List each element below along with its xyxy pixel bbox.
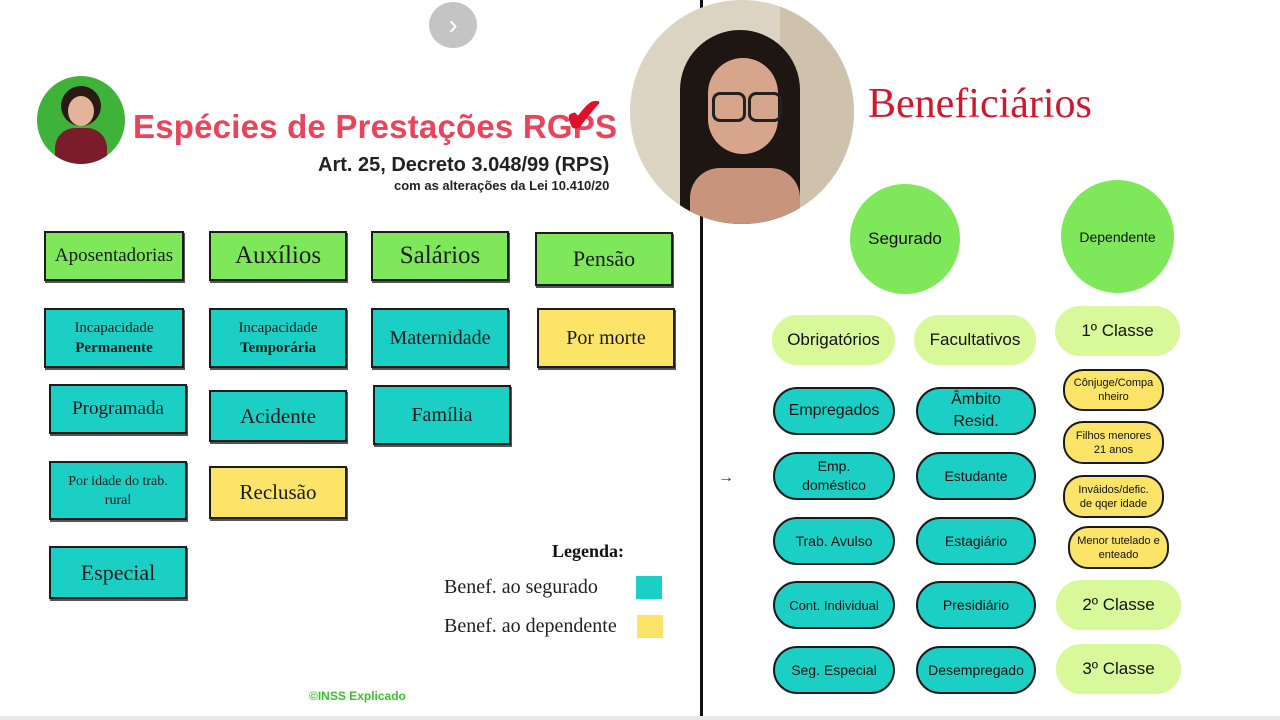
avatar [37,76,125,164]
box-acidente: Acidente [209,390,347,442]
box-aposentadorias: Aposentadorias [44,231,184,281]
obrig-seg-especial: Seg. Especial [773,646,895,694]
subtitle: Art. 25, Decreto 3.048/99 (RPS) [318,154,610,176]
box-por-morte: Por morte [537,308,675,368]
page-title: Espécies de Prestações RGPS [133,108,618,145]
classe2-node: 2º Classe [1056,580,1181,630]
box-especial: Especial [49,546,187,599]
obrig-cont-individual: Cont. Individual [773,581,895,629]
chevron-right-icon: › [448,9,458,40]
legend-dependente-swatch [637,615,663,638]
classe1-node: 1º Classe [1055,306,1180,356]
obrigatorios-node: Obrigatórios [772,315,895,365]
box-reclusao: Reclusão [209,466,347,519]
segurado-node: Segurado [850,184,960,294]
box-familia: Família [373,385,511,445]
legend-segurado-swatch [636,576,662,599]
box-pensao: Pensão [535,232,673,286]
legend-dependente-label: Benef. ao dependente [444,615,617,637]
legend-segurado-label: Benef. ao segurado [444,576,598,598]
obrig-emp-domestico: Emp. doméstico [773,452,895,500]
facult-ambito-resid: Âmbito Resid. [916,387,1036,435]
legend-title: Legenda: [552,541,624,561]
arrow-icon: → [718,469,734,486]
beneficiarios-title: Beneficiários [868,81,1092,127]
obrig-trab-avulso: Trab. Avulso [773,517,895,565]
facultativos-node: Facultativos [914,315,1036,365]
facult-presidiario: Presidiário [916,581,1036,629]
dep-invalidos: Inváidos/defic. de qqer idade [1063,475,1164,518]
bottom-bar [0,716,1280,720]
facult-estagiario: Estagiário [916,517,1036,565]
divider [700,0,703,720]
dependente-node: Dependente [1061,180,1174,293]
facult-estudante: Estudante [916,452,1036,500]
credit-text: ©INSS Explicado [309,689,406,703]
dep-conjuge: Cônjuge/Companheiro [1063,369,1164,411]
dep-filhos-menores: Filhos menores 21 anos [1063,421,1164,464]
subtitle-note: com as alterações da Lei 10.410/20 [394,178,610,193]
webcam-video [630,0,854,224]
box-programada: Programada [49,384,187,434]
box-auxilios: Auxílios [209,231,347,281]
next-slide-button[interactable]: › [429,2,477,48]
facult-desempregado: Desempregado [916,646,1036,694]
check-icon: ✔ [564,90,605,143]
obrig-empregados: Empregados [773,387,895,435]
classe3-node: 3º Classe [1056,644,1181,694]
box-maternidade: Maternidade [371,308,509,368]
box-salarios: Salários [371,231,509,281]
box-por-idade-trab-rural: Por idade do trab. rural [49,461,187,520]
dep-menor-tutelado: Menor tutelado e enteado [1068,526,1169,569]
